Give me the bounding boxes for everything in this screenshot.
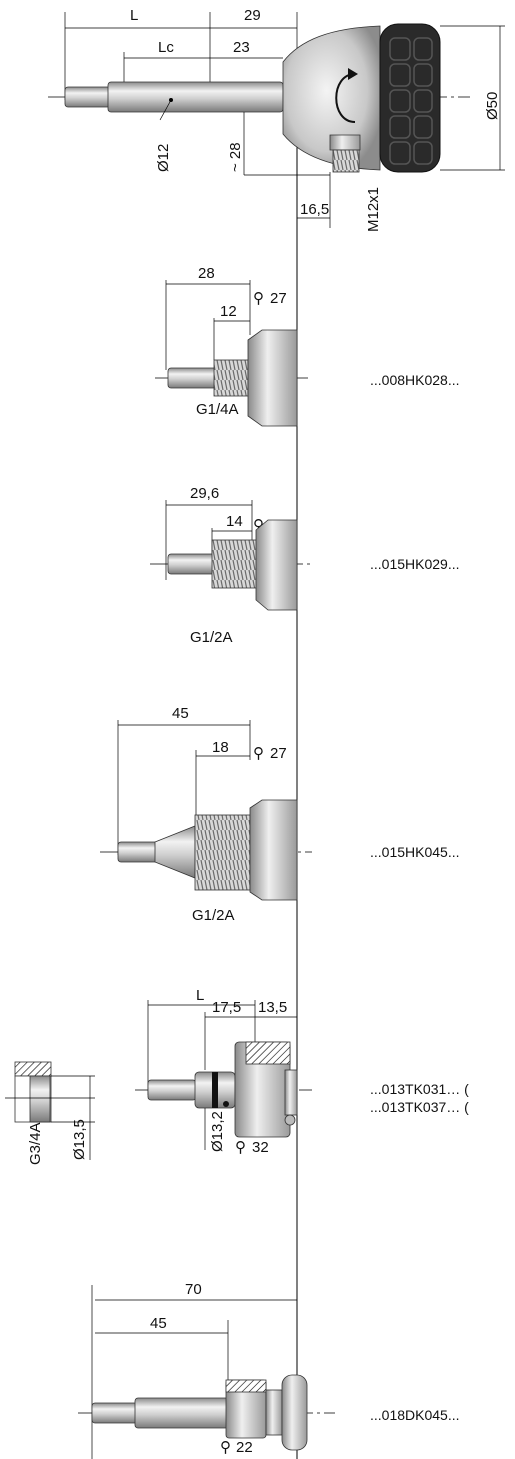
thread-label: G1/2A bbox=[192, 907, 235, 924]
fitting-018DK045: 70 45 ⚲ 22 ...018DK045... bbox=[78, 1281, 460, 1459]
sensor-view: L 29 Lc 23 Ø12 ~ 28 bbox=[48, 7, 505, 232]
dim-23: 23 bbox=[233, 39, 250, 56]
dim-len: 70 bbox=[185, 1281, 202, 1298]
dim-len: L bbox=[196, 987, 204, 1004]
dim-b: 13,5 bbox=[258, 999, 287, 1016]
thread-label: G1/4A bbox=[196, 401, 239, 418]
side-detail: G3/4A Ø13,5 bbox=[5, 1061, 95, 1165]
fitting-015HK029: 29,6 14 ⚲ 27 G1/2A ...015HK029... bbox=[150, 485, 460, 646]
side-dia: Ø13,5 bbox=[71, 1119, 88, 1160]
wrench-size: 27 bbox=[270, 745, 287, 762]
dim-len: 45 bbox=[172, 705, 189, 722]
code-label: ...015HK029... bbox=[370, 556, 460, 572]
dim-16-5: 16,5 bbox=[300, 201, 329, 218]
side-thread: G3/4A bbox=[27, 1122, 44, 1165]
fitting-015HK045: 45 18 ⚲ 27 G1/2A ...015HK045... bbox=[100, 705, 460, 924]
dia-label: Ø13,2 bbox=[209, 1111, 226, 1152]
wrench-icon: ⚲ bbox=[253, 290, 264, 307]
code-label-1: ...013TK031… ( bbox=[370, 1081, 469, 1097]
dim-28: ~ 28 bbox=[227, 142, 244, 172]
fitting-008HK028: 28 12 ⚲ 27 G1/4A ...008HK028... bbox=[155, 265, 460, 427]
dim-thread-len: 14 bbox=[226, 513, 243, 530]
fitting-013TK031-037: L 17,5 13,5 Ø13,2 ⚲ 32 G3/4A Ø13,5 ...01… bbox=[5, 987, 469, 1165]
dim-len2: 45 bbox=[150, 1315, 167, 1332]
dim-len: 29,6 bbox=[190, 485, 219, 502]
dim-d12: Ø12 bbox=[155, 144, 172, 172]
code-label: ...008HK028... bbox=[370, 372, 460, 388]
dim-m12: M12x1 bbox=[365, 187, 382, 232]
code-label: ...018DK045... bbox=[370, 1407, 460, 1423]
code-label-2: ...013TK037… ( bbox=[370, 1099, 469, 1115]
wrench-icon: ⚲ bbox=[220, 1439, 231, 1456]
dim-29: 29 bbox=[244, 7, 261, 24]
dim-len: 28 bbox=[198, 265, 215, 282]
dim-thread-len: 18 bbox=[212, 739, 229, 756]
dim-a: 17,5 bbox=[212, 999, 241, 1016]
wrench-size: 22 bbox=[236, 1439, 253, 1456]
code-label: ...015HK045... bbox=[370, 844, 460, 860]
wrench-size: 27 bbox=[270, 290, 287, 307]
dim-d50: Ø50 bbox=[484, 92, 501, 120]
wrench-size: 32 bbox=[252, 1139, 269, 1156]
dim-Lc: Lc bbox=[158, 39, 174, 56]
dim-L: L bbox=[130, 7, 138, 24]
thread-label: G1/2A bbox=[190, 629, 233, 646]
wrench-icon: ⚲ bbox=[235, 1139, 246, 1156]
dim-thread-len: 12 bbox=[220, 303, 237, 320]
wrench-icon: ⚲ bbox=[253, 517, 264, 534]
wrench-icon: ⚲ bbox=[253, 745, 264, 762]
